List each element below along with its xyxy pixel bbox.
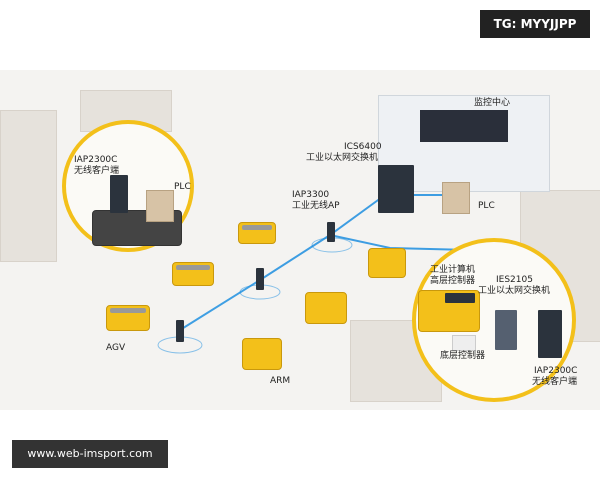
iap2300c-left-desc: 无线客户端 xyxy=(74,166,120,176)
high-controller xyxy=(445,293,475,303)
ies2105-model: IES2105 xyxy=(496,275,533,285)
low-controller xyxy=(452,335,476,351)
ies2105-desc: 工业以太网交换机 xyxy=(478,286,551,296)
industrial-pc-label: 工业计算机 xyxy=(430,265,476,275)
agv-vehicle xyxy=(172,262,214,286)
agv-label: AGV xyxy=(106,343,126,353)
monitor-center-label: 监控中心 xyxy=(474,98,511,108)
arm-label: ARM xyxy=(270,376,291,386)
agv-vehicle xyxy=(238,222,276,244)
wireless-ap xyxy=(176,320,184,342)
plc-left-label: PLC xyxy=(174,182,191,192)
shelf xyxy=(0,110,57,262)
ics6400-model: ICS6400 xyxy=(344,142,382,152)
watermark-bottom: www.web-imsport.com xyxy=(12,440,168,468)
high-controller-label: 高层控制器 xyxy=(430,276,476,286)
plc-right xyxy=(442,182,470,214)
iap2300c-right-desc: 无线客户端 xyxy=(532,377,578,387)
arm-robot xyxy=(242,338,282,370)
wireless-ap xyxy=(256,268,264,290)
iap3300-ap xyxy=(327,222,335,242)
ies2105-switch xyxy=(495,310,517,350)
iap2300c-client-left xyxy=(110,175,128,213)
plc-right-label: PLC xyxy=(478,201,495,211)
arm-robot xyxy=(305,292,347,324)
iap3300-desc: 工业无线AP xyxy=(292,201,340,211)
iap3300-model: IAP3300 xyxy=(292,190,330,200)
low-controller-label: 底层控制器 xyxy=(440,351,486,361)
agv-vehicle xyxy=(106,305,150,331)
video-wall xyxy=(420,110,508,142)
plc-left xyxy=(146,190,174,222)
arm-robot xyxy=(368,248,406,278)
watermark-top: TG: MYYJJPP xyxy=(480,10,590,38)
link xyxy=(179,194,386,331)
iap2300c-right-model: IAP2300C xyxy=(534,366,578,376)
iap2300c-left-model: IAP2300C xyxy=(74,155,118,165)
ics6400-switch xyxy=(378,165,414,213)
iap2300c-client-right xyxy=(538,310,562,358)
ics6400-desc: 工业以太网交换机 xyxy=(306,153,379,163)
